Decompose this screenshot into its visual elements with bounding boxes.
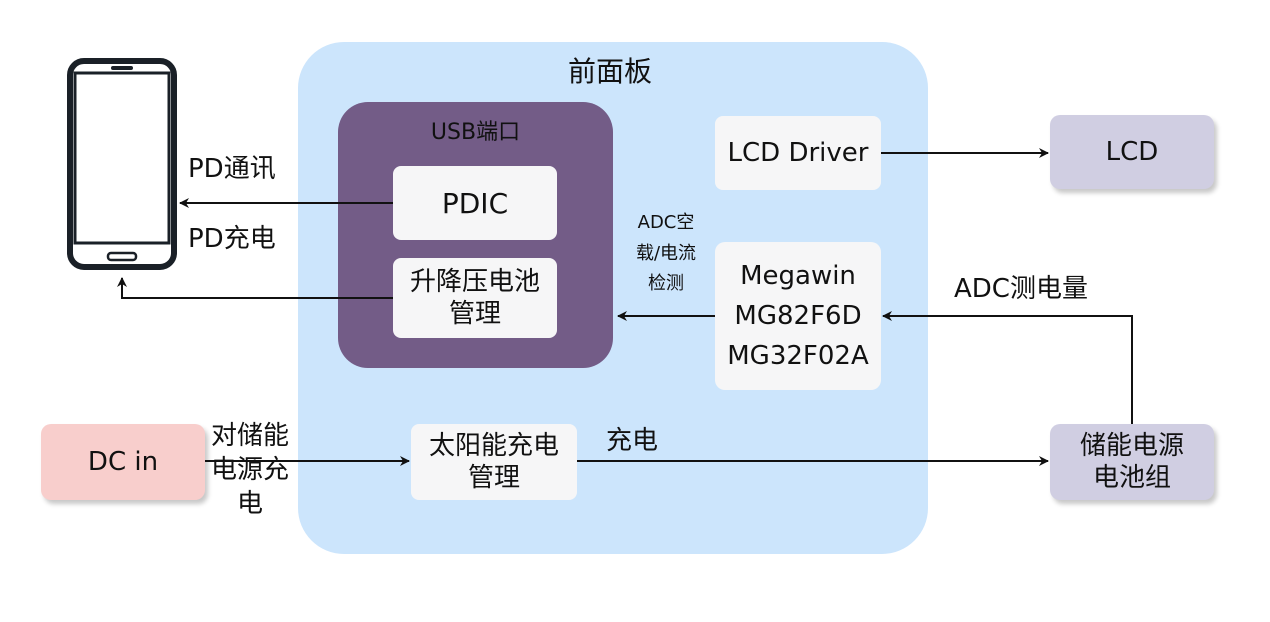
usb-port-title: USB端口	[430, 120, 521, 145]
mcu-node: Megawin MG82F6D MG32F02A	[715, 242, 881, 390]
adc-measure-label: ADC测电量	[954, 274, 1088, 304]
dc-in-label: DC in	[87, 447, 159, 477]
smartphone-icon	[67, 58, 177, 270]
battery-pack-node: 储能电源 电池组	[1050, 424, 1214, 500]
lcd-driver-label: LCD Driver	[727, 138, 869, 168]
buck-boost-label: 升降压电池 管理	[409, 266, 540, 330]
solar-charge-node: 太阳能充电 管理	[411, 424, 577, 500]
pdic-node: PDIC	[393, 166, 557, 240]
adc-measure-edge	[882, 311, 1133, 424]
front-panel-title: 前面板	[567, 55, 652, 88]
pd-charge-label: PD充电	[188, 224, 276, 254]
pd-power-edge	[117, 277, 393, 299]
solar-charge-label: 太阳能充电 管理	[428, 430, 559, 494]
dc-in-node: DC in	[41, 424, 205, 500]
battery-pack-label: 储能电源 电池组	[1079, 430, 1184, 494]
pdic-label: PDIC	[441, 186, 509, 220]
adc-detect-label: ADC空 载/电流 检测	[635, 212, 697, 295]
lcd-label: LCD	[1105, 137, 1159, 167]
dc-charge-label: 对储能 电源充 电	[210, 421, 289, 519]
pd-comm-label: PD通讯	[188, 154, 276, 184]
lcd-node: LCD	[1050, 115, 1214, 189]
lcd-driver-node: LCD Driver	[715, 116, 881, 190]
buck-boost-node: 升降压电池 管理	[393, 258, 557, 338]
charge-label: 充电	[606, 426, 659, 456]
mcu-label: Megawin MG82F6D MG32F02A	[727, 260, 869, 372]
